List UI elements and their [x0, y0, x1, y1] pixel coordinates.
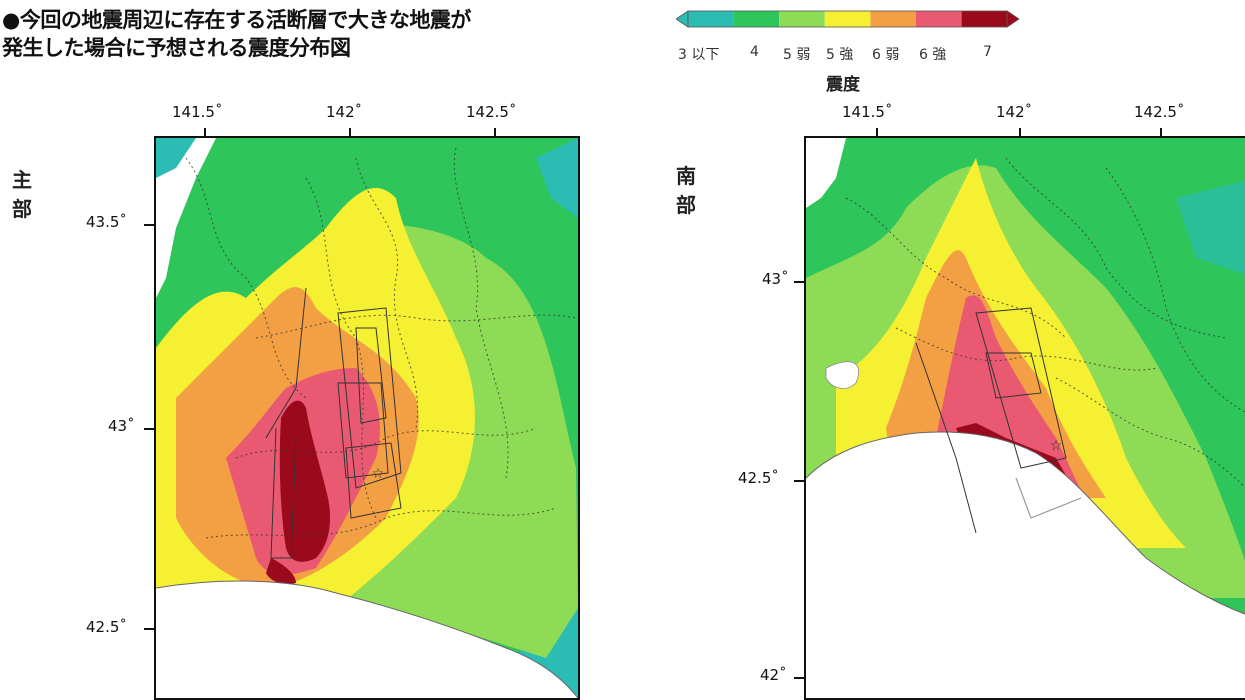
panel-main-label: 主部	[12, 168, 32, 221]
lat-tick-label: 43.5˚	[86, 213, 127, 231]
legend-label-6: 6 強	[919, 47, 947, 63]
title-line-1: ●今回の地震周辺に存在する活断層で大きな地震が	[2, 8, 471, 32]
map-title: ●今回の地震周辺に存在する活断層で大きな地震が 発生した場合に予想される震度分布…	[2, 6, 642, 62]
legend-title: 震度	[826, 75, 860, 95]
legend-arrow-right	[1006, 10, 1020, 28]
intensity-legend: 3 以下 4 5 弱 5 強 6 弱 6 強 7 震度	[676, 8, 1036, 98]
legend-label-7: 7	[983, 44, 992, 60]
legend-swatch-4	[824, 11, 871, 27]
legend-swatch-6	[916, 11, 962, 27]
lon-tick-label: 142˚	[996, 103, 1033, 121]
legend-colorbar	[676, 10, 1020, 28]
legend-swatch-5	[870, 11, 916, 27]
lon-tick-label: 142˚	[326, 103, 363, 121]
legend-label-2: 4	[750, 44, 759, 60]
legend-label-4: 5 強	[826, 47, 854, 63]
lat-tick-label: 42.5˚	[738, 469, 779, 487]
legend-arrow-left	[676, 10, 689, 28]
lat-tick-label: 42.5˚	[86, 618, 127, 636]
epicenter-star-icon: ☆	[1050, 438, 1063, 454]
lon-tick-label: 141.5˚	[842, 103, 893, 121]
lon-tick-label: 142.5˚	[466, 103, 517, 121]
legend-swatch-1	[688, 11, 734, 27]
lat-tick-label: 42˚	[760, 666, 787, 684]
title-line-2: 発生した場合に予想される震度分布図	[2, 36, 351, 60]
legend-label-3: 5 弱	[783, 47, 811, 63]
lon-tick-label: 141.5˚	[172, 103, 223, 121]
legend-swatch-7	[961, 11, 1008, 27]
legend-label-5: 6 弱	[872, 47, 900, 63]
lat-tick-label: 43˚	[762, 270, 789, 288]
lat-tick-label: 43˚	[108, 417, 135, 435]
panel-south-label: 南部	[676, 164, 696, 217]
legend-label-1: 3 以下	[678, 47, 720, 63]
intensity-map-main: ☆	[154, 136, 580, 700]
intensity-map-south: ☆	[804, 136, 1245, 700]
legend-swatch-3	[779, 11, 825, 27]
epicenter-star-icon: ☆	[372, 466, 385, 482]
lon-tick-label: 142.5˚	[1134, 103, 1185, 121]
legend-swatch-2	[733, 11, 780, 27]
